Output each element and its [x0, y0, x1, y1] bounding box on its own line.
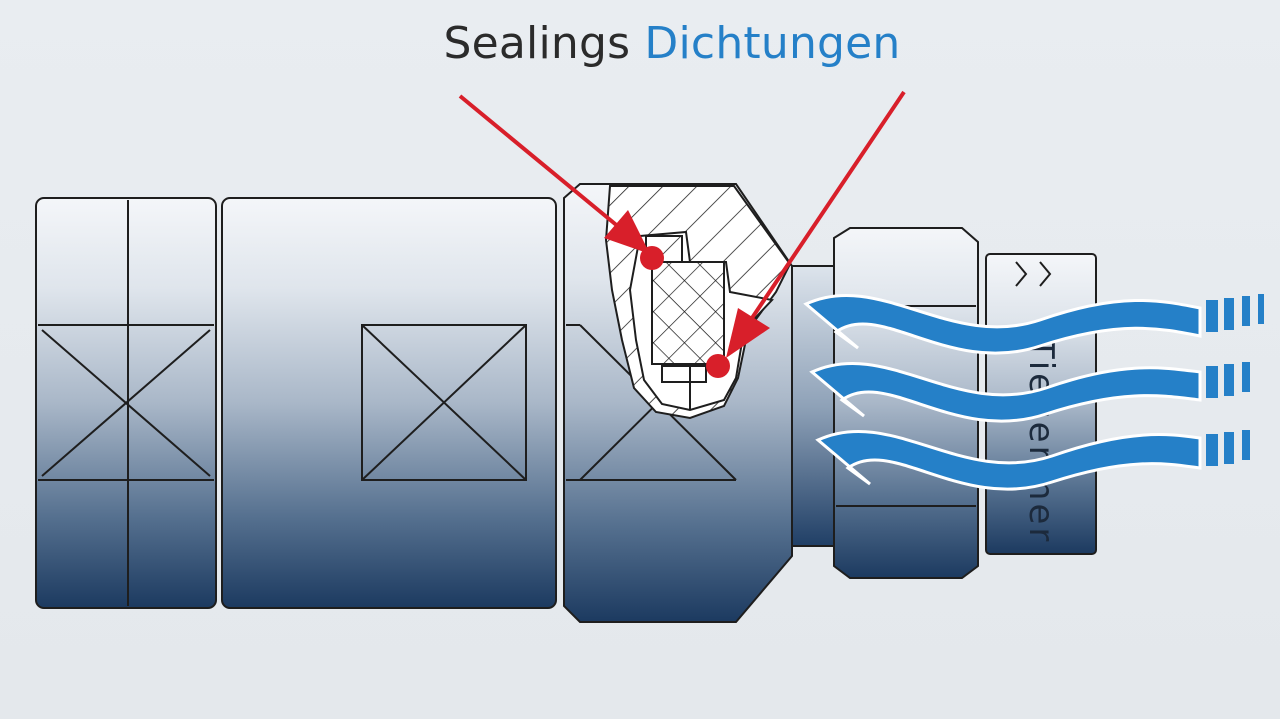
blue-wave-flow-arrow — [815, 429, 1250, 491]
title-english: Sealings — [443, 18, 631, 69]
body-brand-label: Tiegertner — [1021, 337, 1061, 544]
left-hex-nut — [35, 197, 217, 609]
central-body — [221, 197, 557, 609]
blue-wave-flow-arrow — [803, 293, 1264, 355]
red-pointer-arrow — [726, 90, 906, 358]
seal-marker-dot — [640, 246, 664, 270]
cross-section-cutaway — [604, 185, 792, 420]
flow-waves — [803, 293, 1264, 491]
seal-marker-dot — [706, 354, 730, 378]
diagram-title: Sealings Dichtungen — [0, 18, 1280, 69]
blue-wave-flow-arrow — [809, 361, 1250, 423]
red-pointer-arrow — [458, 94, 650, 254]
title-german: Dichtungen — [644, 18, 901, 69]
